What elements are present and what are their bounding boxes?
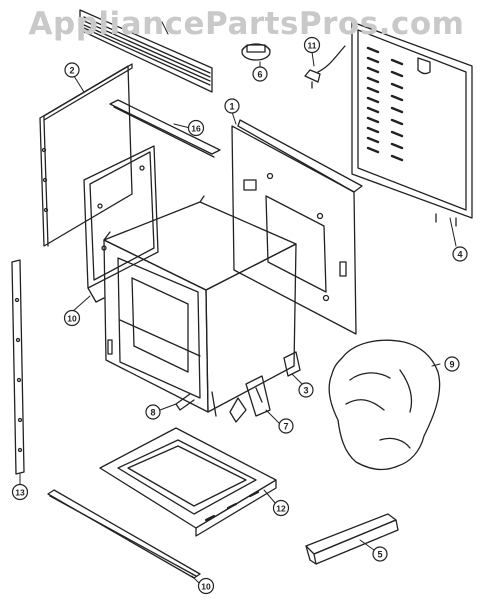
svg-text:2: 2	[69, 66, 74, 76]
callout-5: 5	[372, 546, 388, 562]
callout-4: 4	[452, 246, 468, 262]
callout-2: 2	[64, 62, 80, 78]
insulation-blanket	[328, 339, 441, 471]
svg-text:13: 13	[15, 488, 25, 498]
rear-panel	[351, 21, 473, 227]
door-latch	[229, 375, 271, 423]
top-trim-strip	[79, 9, 213, 93]
side-panel	[39, 63, 133, 247]
callout-7: 7	[278, 418, 294, 434]
svg-text:10: 10	[67, 314, 77, 324]
site-watermark: AppliancePartsPros.com	[28, 6, 465, 42]
callout-14: 13	[11, 483, 29, 501]
callout-13: 12	[272, 499, 290, 517]
svg-text:5: 5	[377, 550, 382, 560]
svg-text:6: 6	[257, 70, 262, 80]
svg-text:11: 11	[308, 41, 317, 51]
svg-text:10: 10	[201, 582, 211, 592]
drawer-frame	[99, 427, 277, 537]
callout-10: 10	[197, 577, 215, 595]
thermostat-part	[241, 43, 271, 61]
svg-text:4: 4	[457, 250, 462, 260]
sensor-part	[304, 45, 346, 89]
callout-1: 1	[224, 98, 240, 114]
clip-part	[283, 351, 301, 377]
hinge-part	[175, 393, 195, 411]
svg-text:8: 8	[150, 408, 155, 418]
callout-11: 10	[63, 309, 81, 327]
side-strip	[11, 259, 25, 475]
oven-cavity	[103, 195, 297, 417]
side-insulation-panel	[83, 145, 159, 303]
svg-text:1: 1	[229, 102, 234, 112]
svg-text:16: 16	[191, 124, 201, 134]
bottom-trim	[47, 489, 201, 579]
callout-8: 8	[145, 404, 161, 420]
svg-text:7: 7	[283, 422, 288, 432]
callout-16: 16	[187, 119, 205, 137]
callout-9: 9	[444, 356, 460, 372]
callout-markers: 2 6 11 1 16 4	[11, 36, 468, 595]
svg-text:9: 9	[449, 360, 454, 370]
svg-text:3: 3	[303, 386, 308, 396]
channel-part	[305, 513, 399, 565]
top-rail	[109, 99, 221, 158]
svg-text:12: 12	[276, 504, 286, 514]
callout-3: 3	[298, 382, 314, 398]
callout-6: 6	[252, 66, 268, 82]
front-frame	[231, 119, 363, 335]
callout-12: 11	[303, 36, 321, 54]
